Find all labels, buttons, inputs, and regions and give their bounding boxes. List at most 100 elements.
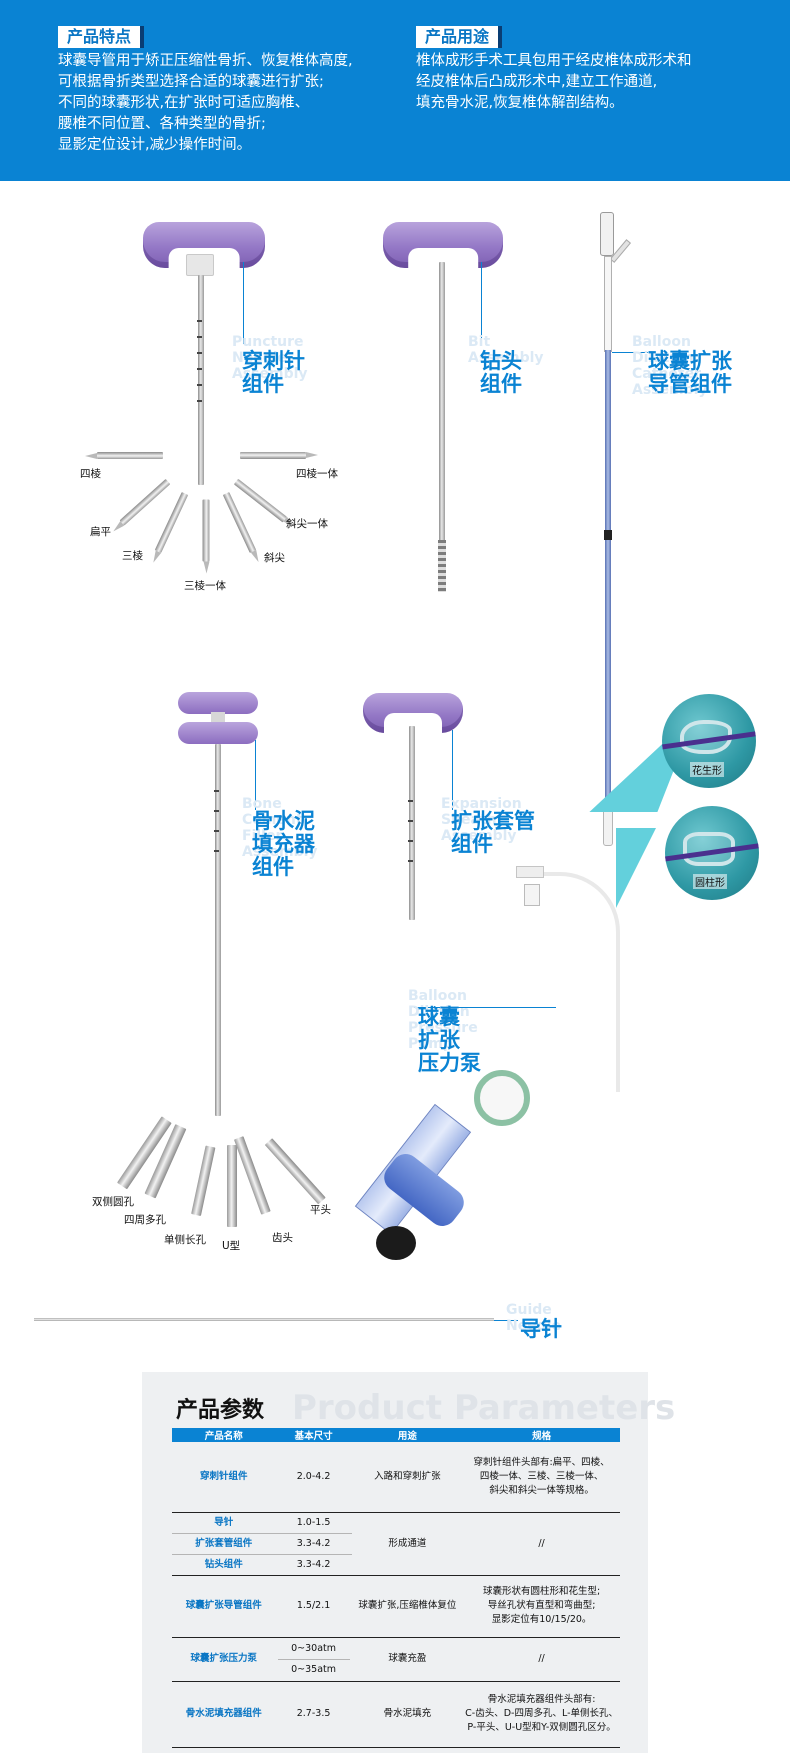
guide-callout-line [494, 1320, 518, 1321]
usage-text: 椎体成形手术工具包用于经皮椎体成形术和 经皮椎体后凸成形术中,建立工作通道, 填… [416, 51, 776, 114]
guide-needle-name: 导针 [520, 1317, 562, 1341]
filler-tip-label: 四周多孔 [124, 1214, 166, 1226]
cell-use: 形成通道 [351, 1512, 464, 1576]
tip-bevel-integral [233, 478, 288, 523]
pump-tube [540, 872, 620, 1092]
drill-ghost-text: Bit Assembly [468, 334, 544, 366]
filler-tip-label: 齿头 [272, 1232, 293, 1244]
catheter-callout-line [612, 352, 648, 353]
cell-name: 骨水泥填充器组件 [172, 1681, 276, 1748]
features-text: 球囊导管用于矫正压缩性骨折、恢复椎体高度, 可根据骨折类型选择合适的球囊进行扩张… [58, 51, 398, 156]
catheter-balloon-end [603, 800, 613, 846]
usage-tag: 产品用途 [416, 26, 503, 48]
tip-label: 斜尖 [264, 552, 285, 564]
sheath-shaft [409, 726, 415, 920]
cell-name: 球囊扩张导管组件 [172, 1575, 276, 1638]
cell-size: 3.3-4.2 [275, 1533, 352, 1555]
filler-tip-flat [264, 1138, 326, 1205]
balloon-cylinder-circle: 圆柱形 [665, 806, 759, 900]
pump-callout-line [414, 1007, 556, 1008]
balloon-peanut-label: 花生形 [690, 762, 724, 777]
catheter-hub [604, 256, 612, 352]
sheath-name: 扩张套管 组件 [451, 809, 535, 856]
puncture-ghost-text: Puncture Needle Assembly [232, 334, 308, 382]
tip-label: 扁平 [90, 526, 111, 538]
catheter-name: 球囊扩张 导管组件 [648, 349, 732, 396]
features-line: 球囊导管用于矫正压缩性骨折、恢复椎体高度, [58, 53, 353, 69]
usage-block: 产品用途 椎体成形手术工具包用于经皮椎体成形术和 经皮椎体后凸成形术中,建立工作… [416, 26, 776, 114]
cell-name: 导针 [172, 1512, 276, 1534]
guide-ghost-text: Guide Needle [506, 1302, 562, 1334]
drill-name: 钻头 组件 [480, 349, 522, 396]
catheter-connector [600, 212, 614, 256]
cell-size: 2.0-4.2 [275, 1442, 352, 1513]
puncture-shaft [198, 275, 204, 485]
filler-callout-line [255, 740, 256, 810]
tip-three-edge [154, 492, 189, 553]
tip-flat [119, 478, 171, 526]
table-row: 钻头组件 3.3-4.2 [172, 1554, 620, 1576]
cell-spec: // [463, 1512, 620, 1576]
table-row: 球囊扩张导管组件 1.5/2.1 球囊扩张,压缩椎体复位 球囊形状有圆柱形和花生… [172, 1575, 620, 1638]
drill-flutes [438, 540, 446, 592]
puncture-hub [186, 254, 214, 276]
table-row: 骨水泥填充器组件 2.7-3.5 骨水泥填充 骨水泥填充器组件头部有: C-齿头… [172, 1681, 620, 1748]
tip-bevel [222, 492, 257, 553]
table-row: 导针 1.0-1.5 形成通道 // [172, 1512, 620, 1576]
cell-spec: // [463, 1637, 620, 1682]
table-row: 扩张套管组件 3.3-4.2 [172, 1533, 620, 1555]
tip-label: 三棱一体 [184, 580, 226, 592]
col-header: 用途 [351, 1428, 464, 1442]
pump-name: 球囊 扩张 压力泵 [418, 1005, 481, 1075]
balloon-cylinder-label: 圆柱形 [693, 874, 727, 889]
cell-spec: 穿刺针组件头部有:扁平、四棱、 四棱一体、三棱、三棱一体、 斜尖和斜尖一体等规格… [463, 1442, 620, 1513]
cell-use: 入路和穿刺扩张 [351, 1442, 464, 1513]
cell-use: 球囊充盈 [351, 1637, 464, 1682]
tip-three-edge-integral [202, 499, 210, 562]
filler-tip-label: 单侧长孔 [164, 1234, 206, 1246]
filler-handle-bottom [178, 722, 258, 744]
sheath-ghost-text: Expansion Sheath Assembly [441, 796, 522, 844]
params-header-row: 产品名称 基本尺寸 用途 规格 [172, 1428, 620, 1442]
filler-tip-single-long [191, 1145, 216, 1217]
pump-luer [524, 884, 540, 906]
puncture-name: 穿刺针 组件 [242, 349, 305, 396]
catheter-shaft [605, 350, 611, 810]
cell-name: 球囊扩张压力泵 [172, 1637, 276, 1682]
table-row: 球囊扩张压力泵 0~30atm 0~35atm 球囊充盈 // [172, 1637, 620, 1682]
cell-size: 1.0-1.5 [275, 1512, 352, 1534]
balloon-peanut-circle: 花生形 [662, 694, 756, 788]
pump-ghost-text: Balloon Dilation Pressure Pump [408, 988, 478, 1052]
usage-line: 经皮椎体后凸成形术中,建立工作通道, [416, 74, 658, 90]
header-banner: 产品特点 球囊导管用于矫正压缩性骨折、恢复椎体高度, 可根据骨折类型选择合适的球… [0, 0, 790, 181]
tip-label: 三棱 [122, 550, 143, 562]
cell-use: 骨水泥填充 [351, 1681, 464, 1748]
guide-needle-illustration [34, 1318, 494, 1321]
col-header: 产品名称 [172, 1428, 276, 1442]
cell-name: 穿刺针组件 [172, 1442, 276, 1513]
params-title: 产品参数 [176, 1398, 265, 1423]
tip-label: 四棱 [80, 468, 101, 480]
pump-tube-end [516, 866, 544, 878]
cell-size: 3.3-4.2 [275, 1554, 352, 1576]
cell-name: 扩张套管组件 [172, 1533, 276, 1555]
usage-line: 填充骨水泥,恢复椎体解剖结构。 [416, 95, 624, 111]
cell-size: 2.7-3.5 [275, 1681, 352, 1748]
cell-size: 0~30atm 0~35atm [275, 1637, 352, 1682]
cell-spec: 球囊形状有圆柱形和花生型; 导丝孔状有直型和弯曲型; 显影定位有10/15/20… [463, 1575, 620, 1638]
params-table: 产品名称 基本尺寸 用途 规格 穿刺针组件 2.0-4.2 入路和穿刺扩张 穿刺… [172, 1428, 620, 1748]
filler-shaft [215, 744, 221, 1116]
drill-shaft [439, 262, 445, 592]
tip-label: 四棱一体 [296, 468, 338, 480]
filler-handle-top [178, 692, 258, 714]
filler-tip-label: 双侧圆孔 [92, 1196, 134, 1208]
catheter-ghost-text: Balloon Dilation Catheter Assembly [632, 334, 708, 398]
filler-tip-label: U型 [222, 1240, 241, 1252]
table-row: 穿刺针组件 2.0-4.2 入路和穿刺扩张 穿刺针组件头部有:扁平、四棱、 四棱… [172, 1442, 620, 1513]
sheath-callout-line [452, 730, 453, 810]
usage-line: 椎体成形手术工具包用于经皮椎体成形术和 [416, 53, 692, 69]
cell-spec: 骨水泥填充器组件头部有: C-齿头、D-四周多孔、L-单侧长孔、 P-平头、U-… [463, 1681, 620, 1748]
puncture-callout-line [243, 262, 244, 344]
params-ghost-title: Product Parameters [292, 1388, 676, 1428]
drill-handle [383, 222, 503, 270]
